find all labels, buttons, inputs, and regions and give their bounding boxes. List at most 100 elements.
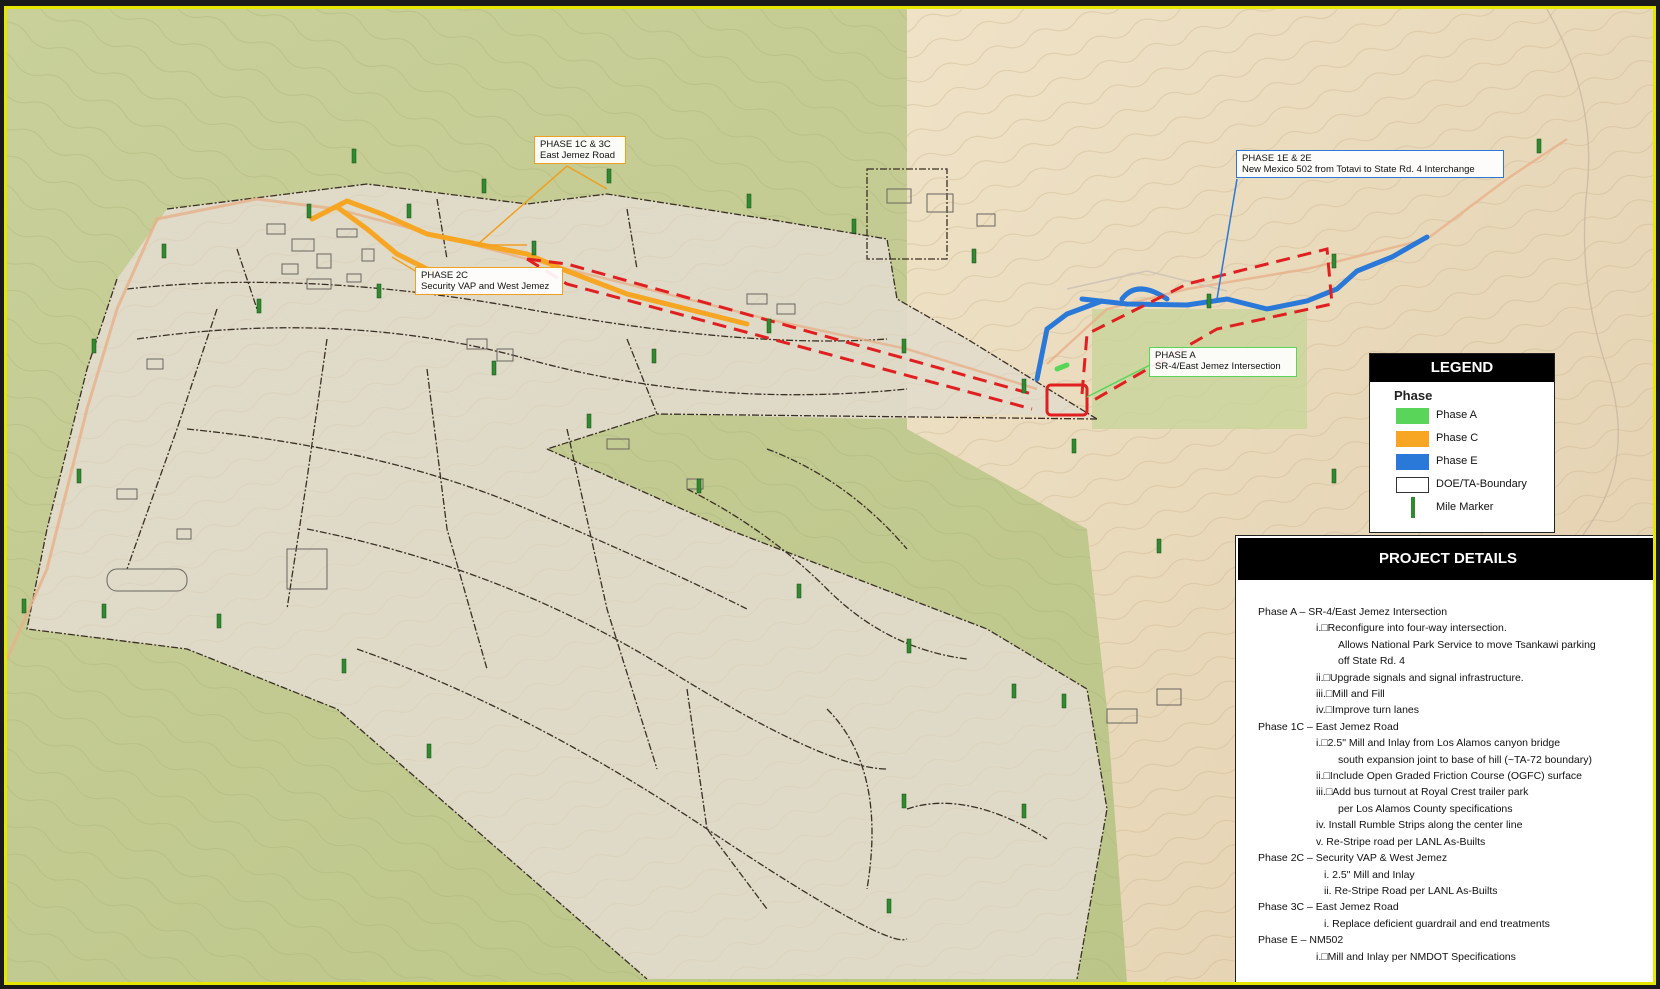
details-line-item: Allows National Park Service to move Tsa… bbox=[1338, 638, 1596, 651]
mile-marker bbox=[901, 338, 907, 354]
mile-marker bbox=[256, 298, 262, 314]
mile-marker bbox=[1331, 468, 1337, 484]
callout-phase-a[interactable]: PHASE A SR-4/East Jemez Intersection bbox=[1149, 347, 1297, 377]
callout-phase-a-line2: SR-4/East Jemez Intersection bbox=[1155, 361, 1281, 372]
legend-item-phase-e: Phase E bbox=[1396, 451, 1554, 474]
highlight-outlines bbox=[526, 247, 1334, 411]
details-line-item: per Los Alamos County specifications bbox=[1338, 802, 1513, 815]
mile-marker bbox=[216, 613, 222, 629]
mile-marker bbox=[906, 638, 912, 654]
mile-marker bbox=[101, 603, 107, 619]
details-phase-heading: Phase A – SR-4/East Jemez Intersection bbox=[1258, 606, 1448, 618]
mile-marker bbox=[1021, 803, 1027, 819]
project-details-panel: PROJECT DETAILS Phase A – SR-4/East Jeme… bbox=[1235, 535, 1653, 982]
project-details-title: PROJECT DETAILS bbox=[1238, 538, 1653, 580]
mile-marker bbox=[886, 898, 892, 914]
details-line-item: ii.□Upgrade signals and signal infrastru… bbox=[1316, 671, 1524, 684]
mile-marker bbox=[1011, 683, 1017, 699]
details-line-item: i.□Reconfigure into four-way intersectio… bbox=[1316, 622, 1507, 635]
mile-marker bbox=[1061, 693, 1067, 709]
mile-marker bbox=[696, 478, 702, 494]
mile-marker bbox=[851, 218, 857, 234]
details-phase-heading: Phase E – NM502 bbox=[1258, 934, 1344, 947]
phase-a-segment bbox=[1054, 362, 1070, 372]
mile-marker bbox=[481, 178, 487, 194]
legend-swatch-phase-a bbox=[1396, 408, 1429, 424]
mile-marker bbox=[746, 193, 752, 209]
callout-phase-1e-2e[interactable]: PHASE 1E & 2E New Mexico 502 from Totavi… bbox=[1236, 150, 1504, 178]
legend-label: Phase C bbox=[1436, 432, 1479, 444]
details-phase-heading: Phase 2C – Security VAP & West Jemez bbox=[1258, 852, 1448, 865]
mile-marker bbox=[1206, 293, 1212, 309]
details-line-item: iii.□Add bus turnout at Royal Crest trai… bbox=[1316, 786, 1529, 799]
details-line-item: iv.□Improve turn lanes bbox=[1316, 704, 1420, 717]
mile-marker bbox=[21, 598, 27, 614]
mile-marker bbox=[376, 283, 382, 299]
callout-phase-1c-3c-line2: East Jemez Road bbox=[540, 150, 615, 161]
callout-phase-a-line1: PHASE A bbox=[1155, 350, 1196, 361]
details-phase-heading: Phase 3C – East Jemez Road bbox=[1258, 901, 1399, 914]
phase-c-roads bbox=[309, 198, 750, 327]
mile-marker bbox=[531, 240, 537, 256]
callout-phase-2c-line2: Security VAP and West Jemez bbox=[421, 281, 550, 292]
mile-marker bbox=[606, 168, 612, 184]
callout-phase-1e-2e-line2: New Mexico 502 from Totavi to State Rd. … bbox=[1242, 164, 1475, 175]
legend-item-boundary: DOE/TA-Boundary bbox=[1396, 474, 1554, 497]
callout-phase-1c-3c-line1: PHASE 1C & 3C bbox=[540, 139, 611, 150]
mile-marker bbox=[406, 203, 412, 219]
mile-marker bbox=[1536, 138, 1542, 154]
mile-marker bbox=[426, 743, 432, 759]
details-line-item: ii.□Include Open Graded Friction Course … bbox=[1316, 770, 1583, 783]
legend-item-mile-marker: Mile Marker bbox=[1396, 497, 1554, 520]
mile-marker bbox=[1071, 438, 1077, 454]
mile-marker bbox=[586, 413, 592, 429]
mile-marker bbox=[91, 338, 97, 354]
legend-label: DOE/TA-Boundary bbox=[1436, 478, 1527, 490]
details-line-item: v. Re-Stripe road per LANL As-Builts bbox=[1316, 835, 1486, 848]
legend-title: LEGEND bbox=[1370, 354, 1554, 382]
building-blocks bbox=[106, 188, 1182, 724]
mile-marker bbox=[161, 243, 167, 259]
callout-phase-1e-2e-line1: PHASE 1E & 2E bbox=[1242, 153, 1312, 164]
mile-marker bbox=[341, 658, 347, 674]
mile-marker bbox=[796, 583, 802, 599]
legend-item-phase-c: Phase C bbox=[1396, 428, 1554, 451]
legend-heading: Phase bbox=[1394, 388, 1433, 403]
details-line-item: i. Replace deficient guardrail and end t… bbox=[1324, 917, 1550, 930]
mile-marker bbox=[651, 348, 657, 364]
mile-marker bbox=[1156, 538, 1162, 554]
mile-marker bbox=[901, 793, 907, 809]
legend-swatch-phase-e bbox=[1396, 454, 1429, 470]
details-line-item: south expansion joint to base of hill (~… bbox=[1338, 753, 1592, 766]
mile-marker bbox=[351, 148, 357, 164]
mile-marker bbox=[76, 468, 82, 484]
callout-phase-2c[interactable]: PHASE 2C Security VAP and West Jemez bbox=[415, 267, 563, 295]
legend-label: Phase A bbox=[1436, 409, 1477, 421]
mile-marker-icon bbox=[1411, 497, 1415, 518]
details-phase-heading: Phase 1C – East Jemez Road bbox=[1258, 720, 1399, 733]
legend-swatch-boundary bbox=[1396, 477, 1429, 493]
legend-swatch-phase-c bbox=[1396, 431, 1429, 447]
details-line-item: iii.□Mill and Fill bbox=[1316, 688, 1385, 701]
mile-marker bbox=[1331, 253, 1337, 269]
legend-item-phase-a: Phase A bbox=[1396, 405, 1554, 428]
callout-phase-1c-3c[interactable]: PHASE 1C & 3C East Jemez Road bbox=[534, 136, 626, 164]
details-line-item: off State Rd. 4 bbox=[1338, 655, 1405, 668]
doe-lab-area-ridges bbox=[27, 184, 1107, 979]
mile-markers bbox=[21, 138, 1542, 914]
mile-marker bbox=[1021, 378, 1027, 394]
map-viewport[interactable]: PHASE 1C & 3C East Jemez Road PHASE 2C S… bbox=[4, 6, 1656, 985]
legend-label: Mile Marker bbox=[1436, 501, 1494, 513]
legend-panel: LEGEND Phase Phase A Phase C Phase E DOE… bbox=[1369, 353, 1555, 533]
mile-marker bbox=[971, 248, 977, 264]
details-line-item: ii. Re-Stripe Road per LANL As-Builts bbox=[1324, 884, 1498, 897]
mile-marker bbox=[766, 318, 772, 334]
details-line-item: i.□Mill and Inlay per NMDOT Specificatio… bbox=[1316, 950, 1516, 963]
callout-phase-2c-line1: PHASE 2C bbox=[421, 270, 468, 281]
project-details-body: Phase A – SR-4/East Jemez Intersection i.… bbox=[1258, 604, 1653, 965]
phase-a-highlight-box[interactable] bbox=[1045, 383, 1089, 417]
details-line-item: i. 2.5" Mill and Inlay bbox=[1324, 868, 1415, 881]
doe-ta-boundaries bbox=[26, 168, 1108, 980]
legend-label: Phase E bbox=[1436, 455, 1478, 467]
